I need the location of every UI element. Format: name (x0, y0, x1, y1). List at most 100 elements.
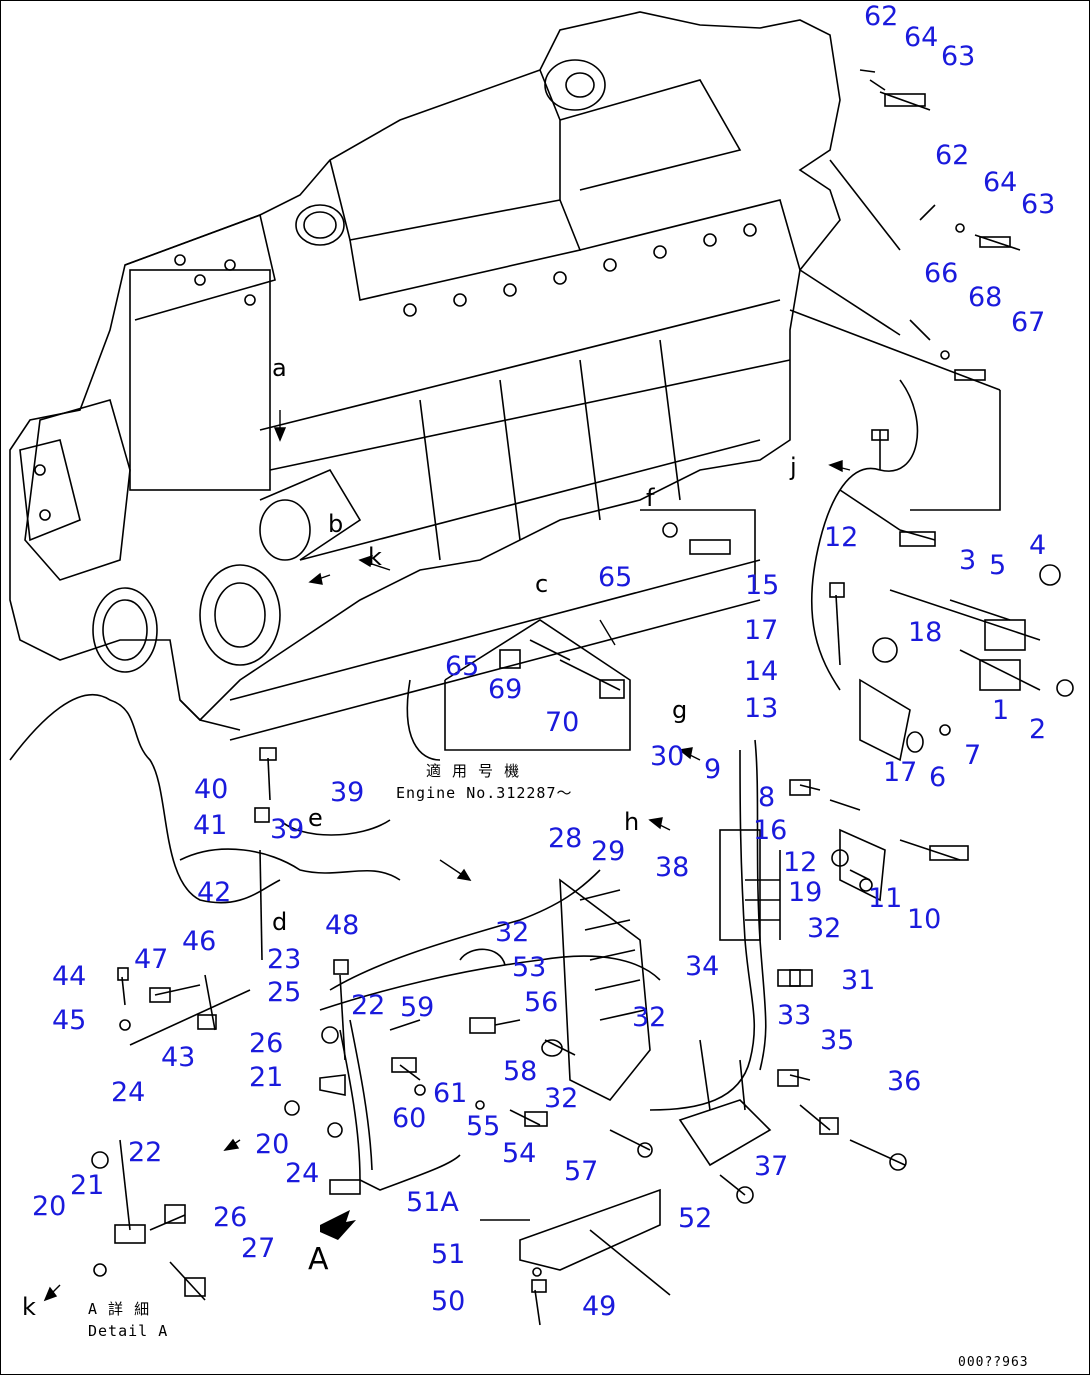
callout-part-3[interactable]: 3 (959, 545, 977, 576)
callout-part-10[interactable]: 10 (907, 904, 942, 935)
callout-part-51[interactable]: 51 (431, 1239, 466, 1270)
callout-part-28[interactable]: 28 (548, 823, 583, 854)
callout-part-58[interactable]: 58 (503, 1056, 538, 1087)
callout-part-59[interactable]: 59 (400, 992, 435, 1023)
callout-part-45[interactable]: 45 (52, 1005, 87, 1036)
callout-part-56[interactable]: 56 (524, 987, 559, 1018)
callout-part-32[interactable]: 32 (495, 917, 530, 948)
callout-part-12[interactable]: 12 (783, 847, 818, 878)
callout-part-50[interactable]: 50 (431, 1286, 466, 1317)
callout-part-32[interactable]: 32 (632, 1002, 667, 1033)
callout-part-5[interactable]: 5 (989, 550, 1007, 581)
view-letter-h: h (624, 808, 640, 836)
view-letter-k: k (368, 543, 382, 571)
callout-part-31[interactable]: 31 (841, 965, 876, 996)
callout-part-14[interactable]: 14 (744, 656, 779, 687)
callout-part-7[interactable]: 7 (964, 740, 982, 771)
callout-part-40[interactable]: 40 (194, 774, 229, 805)
callout-part-4[interactable]: 4 (1029, 530, 1047, 561)
callout-part-60[interactable]: 60 (392, 1103, 427, 1134)
callout-part-18[interactable]: 18 (908, 617, 943, 648)
callout-part-53[interactable]: 53 (512, 952, 547, 983)
view-letter-a: a (272, 354, 287, 382)
callout-part-42[interactable]: 42 (197, 877, 232, 908)
callout-part-52[interactable]: 52 (678, 1203, 713, 1234)
callout-part-68[interactable]: 68 (968, 282, 1003, 313)
view-a-arrow (320, 1210, 356, 1240)
callout-part-33[interactable]: 33 (777, 1000, 812, 1031)
callout-part-61[interactable]: 61 (433, 1078, 468, 1109)
callout-part-16[interactable]: 16 (753, 815, 788, 846)
callout-part-32[interactable]: 32 (807, 913, 842, 944)
callout-part-20[interactable]: 20 (32, 1191, 67, 1222)
drawing-number: 000??963 (958, 1355, 1029, 1370)
callout-part-23[interactable]: 23 (267, 944, 302, 975)
callout-part-38[interactable]: 38 (655, 852, 690, 883)
callout-part-11[interactable]: 11 (868, 883, 903, 914)
callout-part-70[interactable]: 70 (545, 707, 580, 738)
callout-part-35[interactable]: 35 (820, 1025, 855, 1056)
callout-part-6[interactable]: 6 (929, 762, 947, 793)
callout-part-29[interactable]: 29 (591, 836, 626, 867)
callout-part-54[interactable]: 54 (502, 1138, 537, 1169)
callout-part-63[interactable]: 63 (1021, 189, 1056, 220)
view-letter-j: j (790, 453, 797, 481)
callout-part-46[interactable]: 46 (182, 926, 217, 957)
callout-part-21[interactable]: 21 (249, 1062, 284, 1093)
callout-part-1[interactable]: 1 (992, 695, 1010, 726)
callout-part-39[interactable]: 39 (270, 814, 305, 845)
callout-part-62[interactable]: 62 (935, 140, 970, 171)
callout-part-21[interactable]: 21 (70, 1170, 105, 1201)
callout-part-47[interactable]: 47 (134, 944, 169, 975)
callout-part-63[interactable]: 63 (941, 41, 976, 72)
callout-part-9[interactable]: 9 (704, 754, 722, 785)
callout-part-57[interactable]: 57 (564, 1156, 599, 1187)
callout-part-55[interactable]: 55 (466, 1111, 501, 1142)
callout-part-65[interactable]: 65 (445, 651, 480, 682)
callout-part-51A[interactable]: 51A (406, 1187, 459, 1218)
callout-part-2[interactable]: 2 (1029, 714, 1047, 745)
callout-part-36[interactable]: 36 (887, 1066, 922, 1097)
callout-part-41[interactable]: 41 (193, 810, 228, 841)
view-letter-d: d (272, 908, 288, 936)
callout-part-34[interactable]: 34 (685, 951, 720, 982)
callout-part-44[interactable]: 44 (52, 961, 87, 992)
callout-part-17[interactable]: 17 (883, 757, 918, 788)
view-letter-b: b (328, 510, 344, 538)
harness-and-brackets (9, 69, 1074, 1326)
callout-part-37[interactable]: 37 (754, 1151, 789, 1182)
detail-label-en: Detail A (88, 1322, 169, 1340)
callout-part-26[interactable]: 26 (213, 1202, 248, 1233)
callout-part-62[interactable]: 62 (864, 1, 899, 32)
callout-part-22[interactable]: 22 (351, 990, 386, 1021)
callout-part-65[interactable]: 65 (598, 562, 633, 593)
callout-part-64[interactable]: 64 (983, 167, 1018, 198)
callout-part-15[interactable]: 15 (745, 570, 780, 601)
serial-label-en: Engine No.312287～ (396, 784, 573, 802)
callout-part-24[interactable]: 24 (111, 1077, 146, 1108)
view-arrows (43, 410, 851, 1302)
callout-part-66[interactable]: 66 (924, 258, 959, 289)
callout-part-8[interactable]: 8 (758, 782, 776, 813)
callout-part-13[interactable]: 13 (744, 693, 779, 724)
callout-part-12[interactable]: 12 (824, 522, 859, 553)
callout-part-22[interactable]: 22 (128, 1137, 163, 1168)
callout-part-26[interactable]: 26 (249, 1028, 284, 1059)
view-letter-k-detail: k (22, 1293, 36, 1321)
callout-part-27[interactable]: 27 (241, 1233, 276, 1264)
callout-part-17[interactable]: 17 (744, 615, 779, 646)
callout-part-67[interactable]: 67 (1011, 307, 1046, 338)
callout-part-69[interactable]: 69 (488, 674, 523, 705)
callout-part-20[interactable]: 20 (255, 1129, 290, 1160)
callout-part-64[interactable]: 64 (904, 22, 939, 53)
callout-part-48[interactable]: 48 (325, 910, 360, 941)
callout-part-19[interactable]: 19 (788, 877, 823, 908)
callout-part-43[interactable]: 43 (161, 1042, 196, 1073)
callout-part-24[interactable]: 24 (285, 1158, 320, 1189)
callout-part-25[interactable]: 25 (267, 977, 302, 1008)
view-letter-g: g (672, 696, 688, 724)
callout-part-39[interactable]: 39 (330, 777, 365, 808)
callout-part-30[interactable]: 30 (650, 741, 685, 772)
callout-part-49[interactable]: 49 (582, 1291, 617, 1322)
callout-part-32[interactable]: 32 (544, 1083, 579, 1114)
